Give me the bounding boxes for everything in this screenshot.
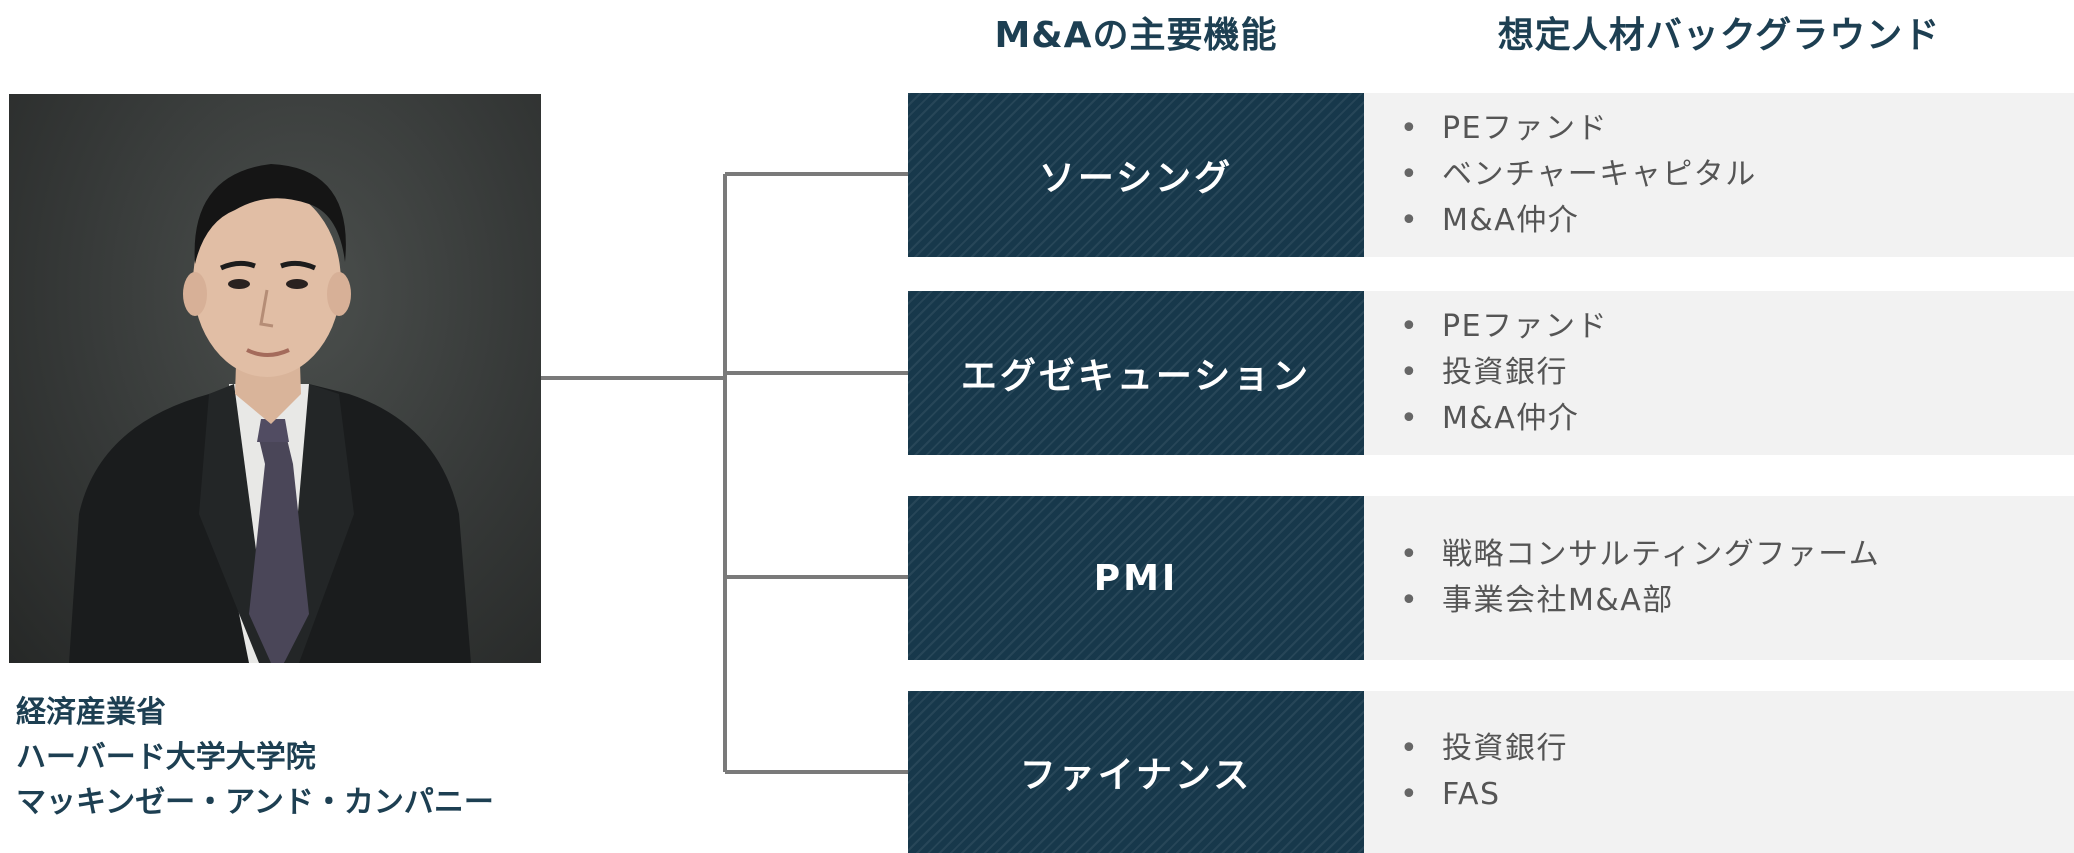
function-row-pmi: PMI •戦略コンサルティングファーム •事業会社M&A部 [908, 496, 2074, 660]
bullet-icon: • [1400, 203, 1420, 238]
career-line-firm: マッキンゼー・アンド・カンパニー [16, 785, 494, 820]
background-list: •投資銀行 •FAS [1364, 691, 2074, 853]
background-item: •PEファンド [1400, 304, 2074, 350]
background-item: •事業会社M&A部 [1400, 578, 2074, 624]
function-row-sourcing: ソーシング •PEファンド •ベンチャーキャピタル •M&A仲介 [908, 93, 2074, 257]
function-box: PMI [908, 496, 1364, 660]
column-header-backgrounds: 想定人材バックグラウンド [1497, 15, 1941, 56]
column-header-functions: M&Aの主要機能 [994, 15, 1278, 56]
bullet-icon: • [1400, 401, 1420, 436]
background-item: •M&A仲介 [1400, 396, 2074, 442]
bullet-icon: • [1400, 157, 1420, 192]
background-item: •戦略コンサルティングファーム [1400, 532, 2074, 578]
bullet-icon: • [1400, 583, 1420, 618]
function-row-finance: ファイナンス •投資銀行 •FAS [908, 691, 2074, 853]
background-item: •投資銀行 [1400, 726, 2074, 772]
bullet-icon: • [1400, 309, 1420, 344]
bullet-icon: • [1400, 111, 1420, 146]
background-list: •PEファンド •ベンチャーキャピタル •M&A仲介 [1364, 93, 2074, 257]
career-line-ministry: 経済産業省 [16, 695, 166, 730]
background-item: •FAS [1400, 772, 2074, 818]
bullet-icon: • [1400, 731, 1420, 766]
bullet-icon: • [1400, 355, 1420, 390]
function-box: ファイナンス [908, 691, 1364, 853]
background-item: •PEファンド [1400, 106, 2074, 152]
career-line-school: ハーバード大学大学院 [16, 740, 316, 775]
background-item: •M&A仲介 [1400, 198, 2074, 244]
profile-photo [9, 94, 541, 663]
function-box: ソーシング [908, 93, 1364, 257]
bullet-icon: • [1400, 777, 1420, 812]
background-item: •ベンチャーキャピタル [1400, 152, 2074, 198]
background-list: •戦略コンサルティングファーム •事業会社M&A部 [1364, 496, 2074, 660]
background-item: •投資銀行 [1400, 350, 2074, 396]
profile-caption: 経済産業省 ハーバード大学大学院 マッキンゼー・アンド・カンパニー [16, 690, 576, 825]
function-box: エグゼキューション [908, 291, 1364, 455]
function-row-execution: エグゼキューション •PEファンド •投資銀行 •M&A仲介 [908, 291, 2074, 455]
person-portrait-illustration [69, 164, 471, 663]
background-list: •PEファンド •投資銀行 •M&A仲介 [1364, 291, 2074, 455]
bullet-icon: • [1400, 537, 1420, 572]
